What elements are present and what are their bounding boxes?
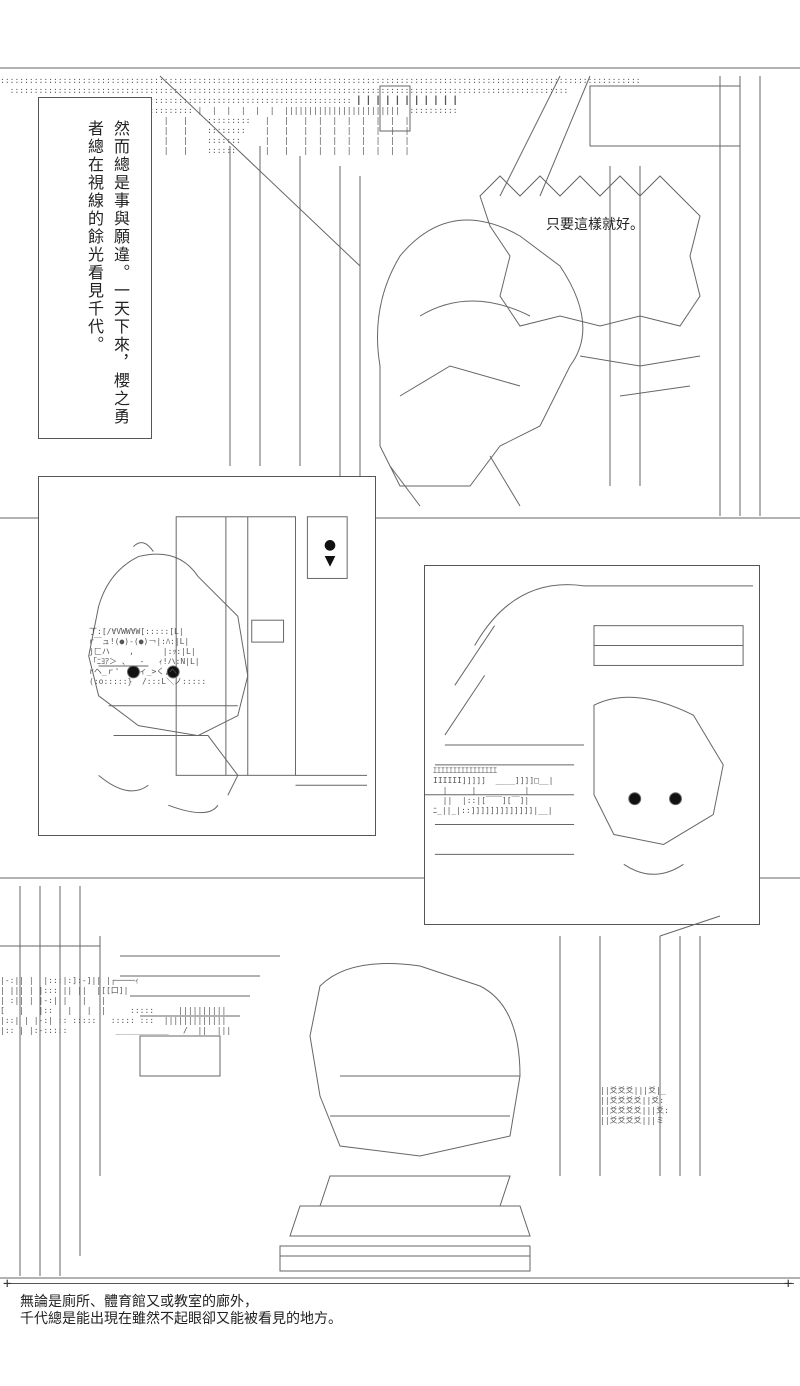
middle-left-texture: 丁:[/∀VWW∀W[:::::[L| r￣ュ!(●)-(●)￢|:ﾊ:|L| …: [89, 627, 207, 686]
bottom-panel-lineart: [0, 877, 800, 1279]
middle-right-texture: ｴｴｴｴｴｴｴｴｴｴｴｴｴｴｴｴ IIIIII]]]]] ____]]]]□__…: [433, 766, 554, 815]
speech-top-right: 只要這樣就好。: [546, 217, 644, 233]
narration-line-1: 然而總是事與願違。: [111, 120, 130, 282]
middle-left-lineart: [88, 516, 368, 814]
caption-line-1: 無論是廁所、體育館又或教室的廊外，: [20, 1294, 258, 1310]
divider-left-cross: +: [3, 1276, 12, 1292]
bottom-panel: |-:|| | |:::|:]:-]|| |┌────ｨ | ||| | |::…: [0, 876, 800, 1280]
top-panel-texture: ::::::::::::::::::::::::::::::::::::::::…: [0, 76, 641, 155]
narration-box: 然而總是事與願違。一天下來，櫻之勇者總在視線的餘光看見千代。: [38, 97, 152, 439]
bottom-panel-texture: |-:|| | |:::|:]:-]|| |┌────ｨ | ||| | |::…: [0, 976, 232, 1035]
top-panel: ::::::::::::::::::::::::::::::::::::::::…: [0, 66, 800, 520]
caption: 無論是廁所、體育館又或教室的廊外， 千代總是能出現在雖然不起眼卻又能被看見的地方…: [20, 1294, 342, 1328]
exclamation-icon: ●▼: [323, 537, 337, 569]
caption-line-2: 千代總是能出現在雖然不起眼卻又能被看見的地方。: [20, 1311, 342, 1327]
top-panel-lineart: [0, 67, 800, 519]
middle-left-panel: 丁:[/∀VWW∀W[:::::[L| r￣ュ!(●)-(●)￢|:ﾊ:|L| …: [38, 476, 376, 836]
narration-line-3: 櫻之勇者總在視線的餘光看見千代。: [85, 120, 130, 426]
caption-divider: [6, 1283, 794, 1284]
narration-text: 然而總是事與願違。一天下來，櫻之勇者總在視線的餘光看見千代。: [81, 120, 133, 430]
middle-right-lineart: [425, 584, 754, 875]
divider-right-cross: +: [784, 1276, 793, 1292]
middle-right-panel: ｴｴｴｴｴｴｴｴｴｴｴｴｴｴｴｴ IIIIII]]]]] ____]]]]□__…: [424, 565, 760, 925]
bottom-right-texture: ||爻爻爻|||爻|_ ||爻爻爻爻||爻: ||爻爻爻爻|||爻: ||爻爻爻…: [600, 1086, 669, 1125]
narration-line-2: 一天下來，: [111, 282, 130, 372]
